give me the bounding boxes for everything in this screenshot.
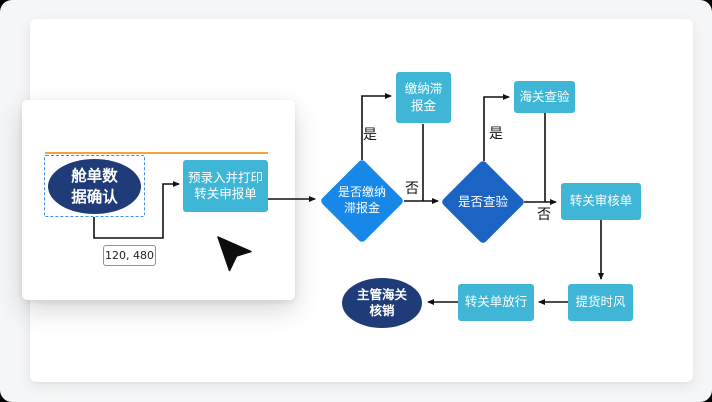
no-label-pay-fee: 否: [405, 181, 419, 197]
customs-inspect-label: 海关查验: [519, 88, 570, 104]
pickup-label: 提货时风: [575, 294, 626, 310]
preentry-label: 预录入并打印转关申报单: [187, 169, 263, 202]
review-form-node[interactable]: 转关审核单: [561, 183, 641, 220]
alignment-guide-line: [45, 152, 268, 154]
pay-fee-label: 缴纳滞报金: [404, 81, 443, 113]
preentry-node[interactable]: 预录入并打印转关申报单: [183, 160, 268, 212]
pickup-node[interactable]: 提货时风: [568, 284, 633, 321]
yes-label-pay-fee: 是: [363, 127, 377, 143]
inspect-decision-diamond[interactable]: 是否查验: [440, 159, 526, 245]
inspect-decision-label: 是否查验: [457, 193, 508, 209]
release-node[interactable]: 转关单放行: [458, 284, 534, 321]
yes-label-inspect: 是: [489, 126, 503, 142]
coordinate-tooltip: 120, 480: [103, 245, 156, 266]
release-label: 转关单放行: [464, 294, 528, 310]
no-label-inspect: 否: [537, 207, 551, 223]
pay-fee-decision-label: 是否缴纳滞报金: [337, 185, 386, 215]
start-node[interactable]: 舱单数据确认: [48, 159, 141, 214]
review-form-label: 转关审核单: [569, 193, 633, 209]
pay-fee-decision-diamond[interactable]: 是否缴纳滞报金: [319, 158, 405, 244]
end-node[interactable]: 主管海关核销: [342, 278, 422, 328]
customs-inspect-node[interactable]: 海关查验: [514, 81, 575, 113]
start-node-label: 舱单数据确认: [71, 167, 118, 206]
end-node-label: 主管海关核销: [356, 286, 407, 319]
pay-fee-node[interactable]: 缴纳滞报金: [396, 72, 451, 123]
